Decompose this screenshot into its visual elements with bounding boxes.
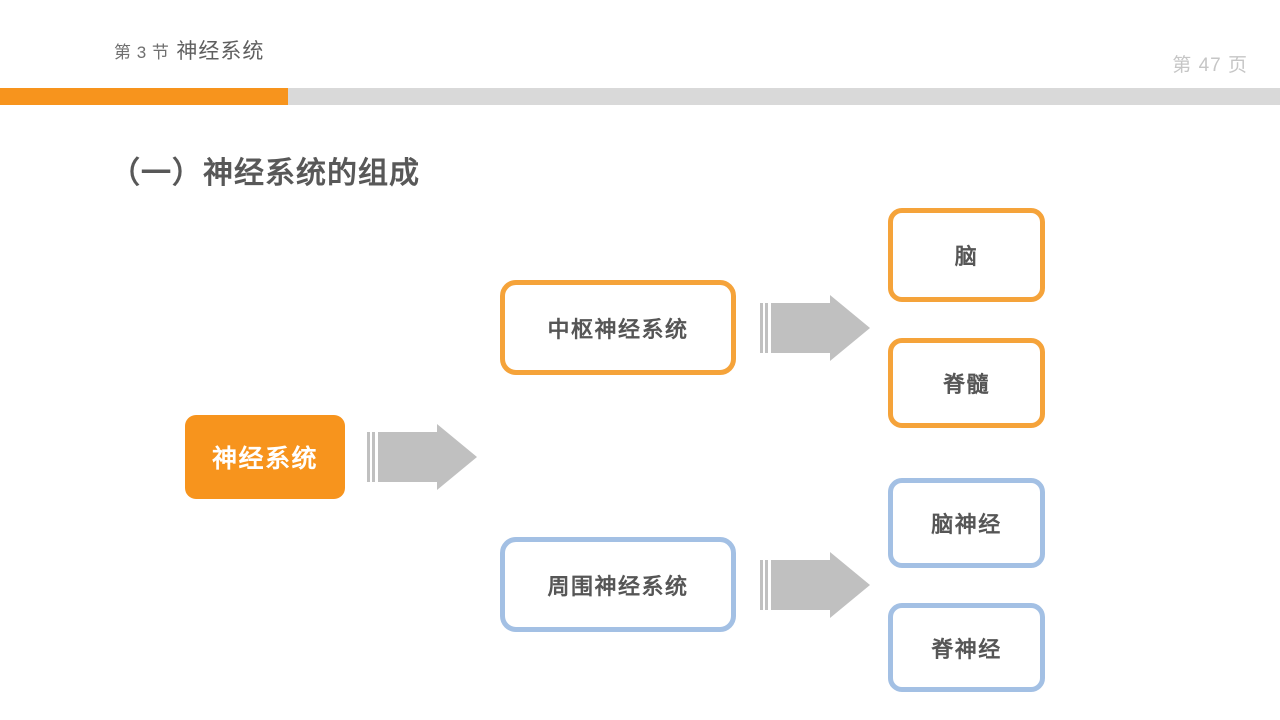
node-central-nervous-system-label: 中枢神经系统 bbox=[547, 316, 689, 342]
chapter-title-label: 神经系统 bbox=[176, 40, 265, 63]
header-divider-bar-accent bbox=[0, 88, 288, 105]
node-spinal-nerves: 脊神经 bbox=[888, 603, 1045, 692]
node-brain: 脑 bbox=[888, 208, 1045, 302]
node-central-nervous-system: 中枢神经系统 bbox=[500, 280, 736, 375]
arrow-right-icon bbox=[760, 552, 870, 618]
node-nervous-system: 神经系统 bbox=[185, 415, 345, 499]
node-spinal-nerves-label: 脊神经 bbox=[931, 636, 1002, 662]
node-spinal-cord: 脊髓 bbox=[888, 338, 1045, 428]
page-number-label: 第 47 页 bbox=[1172, 55, 1248, 76]
node-spinal-cord-label: 脊髓 bbox=[942, 372, 990, 397]
arrow-right-icon bbox=[367, 424, 477, 490]
header-divider-bar-gray bbox=[0, 88, 1280, 105]
node-peripheral-nervous-system: 周围神经系统 bbox=[500, 537, 736, 632]
page-title: （一）神经系统的组成 bbox=[110, 157, 420, 190]
node-peripheral-nervous-system-label: 周围神经系统 bbox=[547, 573, 689, 599]
node-cranial-nerves-label: 脑神经 bbox=[931, 512, 1002, 537]
slide-header-chapter: 第 3 节神经系统 bbox=[114, 41, 264, 62]
node-brain-label: 脑 bbox=[954, 244, 979, 269]
node-nervous-system-label: 神经系统 bbox=[211, 445, 318, 473]
node-cranial-nerves: 脑神经 bbox=[888, 478, 1045, 568]
chapter-number-label: 第 3 节 bbox=[114, 43, 170, 62]
arrow-right-icon bbox=[760, 295, 870, 361]
